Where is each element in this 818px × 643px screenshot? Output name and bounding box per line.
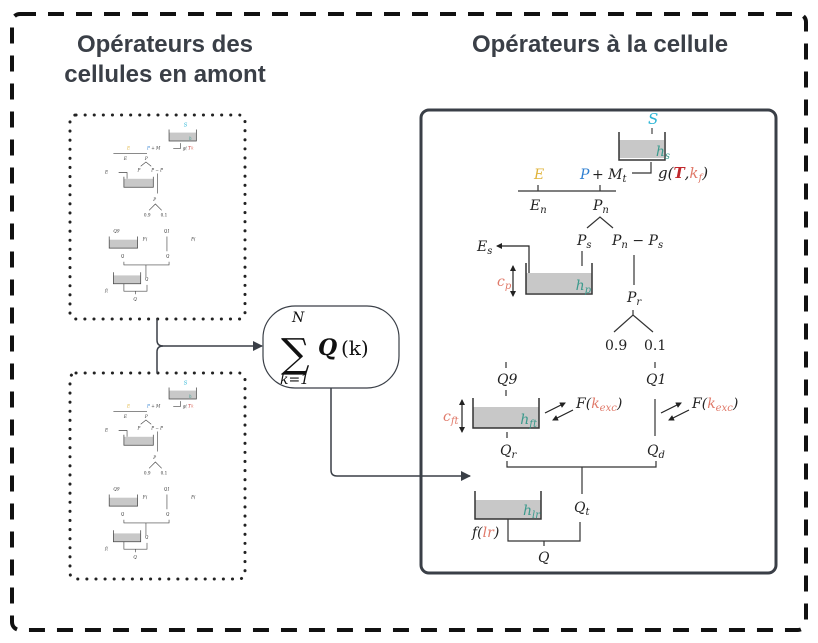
- split-fraction-right: 0.1: [644, 338, 666, 354]
- lateral-reservoir-fill: [475, 500, 541, 519]
- exchange-function-label-2: F(kexc): [691, 396, 738, 414]
- upstream-cell-diagram-2: [103, 379, 197, 561]
- snow-input-label: S: [648, 110, 658, 128]
- q1-label: Q1: [646, 372, 666, 388]
- sum-lower-limit: k=1: [280, 372, 309, 388]
- net-evaporation-label: En: [529, 198, 547, 216]
- upstream-merge-line: [156, 345, 164, 373]
- routed-flow-label: Qr: [500, 443, 517, 461]
- melt-label: + Mt: [592, 167, 628, 185]
- routing-reservoir: [472, 398, 540, 429]
- evaporation-arrow: [496, 243, 530, 276]
- production-capacity-label: cp: [497, 274, 512, 292]
- routing-input-label: Pr: [626, 290, 642, 308]
- exchange-arrow-out-1: [544, 402, 566, 414]
- sum-sigma-symbol: ∑: [281, 331, 310, 377]
- output-merge-line: [507, 519, 581, 542]
- precipitation-input-label: P: [579, 167, 590, 183]
- snow-reservoir-fill: [619, 140, 664, 158]
- upstream-operators-title: Opérateurs des cellules en amont: [64, 31, 266, 88]
- net-precip-split: [586, 216, 614, 229]
- routing-capacity-label: cft: [443, 409, 460, 427]
- snow-state-label: hs: [656, 144, 670, 162]
- production-reservoir-fill: [526, 273, 592, 293]
- cell-operators-box: [419, 108, 778, 575]
- effective-rainfall-label: Pn − Ps: [611, 233, 663, 251]
- total-flow-label: Qt: [574, 500, 590, 518]
- production-input-label: Ps: [576, 233, 592, 251]
- production-reservoir: [525, 263, 593, 295]
- evaporation-input-label: E: [533, 167, 544, 183]
- split-fraction-left: 0.9: [605, 338, 627, 354]
- exchange-arrow-in-1: [552, 409, 574, 421]
- sum-body: Q: [318, 335, 337, 361]
- upstream-to-sum-arrow: [156, 319, 263, 351]
- production-state-label: hp: [576, 278, 592, 296]
- direct-flow-label: Qd: [647, 443, 665, 461]
- sum-to-cell-arrow: [330, 388, 471, 481]
- sum-upper-limit: N: [291, 310, 305, 326]
- lateral-state-label: hlr: [523, 503, 541, 521]
- melt-connector: [632, 162, 652, 174]
- cell-operators-title: Opérateurs à la cellule: [471, 31, 729, 58]
- q9-label: Q9: [497, 372, 517, 388]
- exchange-arrow-in-2: [668, 409, 690, 421]
- melt-function-label: g(T,kf): [658, 164, 708, 184]
- sum-argument: (k): [341, 336, 369, 360]
- outflow-label: Q: [538, 550, 550, 566]
- routing-state-label: hft: [520, 412, 538, 430]
- exchange-arrow-out-2: [660, 402, 682, 414]
- outer-dashed-border: [10, 12, 808, 632]
- exchange-function-label-1: F(kexc): [575, 396, 622, 414]
- net-precipitation-label: Pn: [592, 198, 609, 216]
- flow-merge-line: [506, 461, 657, 468]
- routing-split: [613, 314, 654, 333]
- lateral-function-label: f(lr): [471, 525, 499, 541]
- routing-reservoir-fill: [473, 407, 539, 428]
- upstream-cell-diagram-1: [103, 121, 197, 303]
- snow-reservoir: [618, 132, 666, 161]
- actual-evaporation-label: Es: [476, 239, 492, 257]
